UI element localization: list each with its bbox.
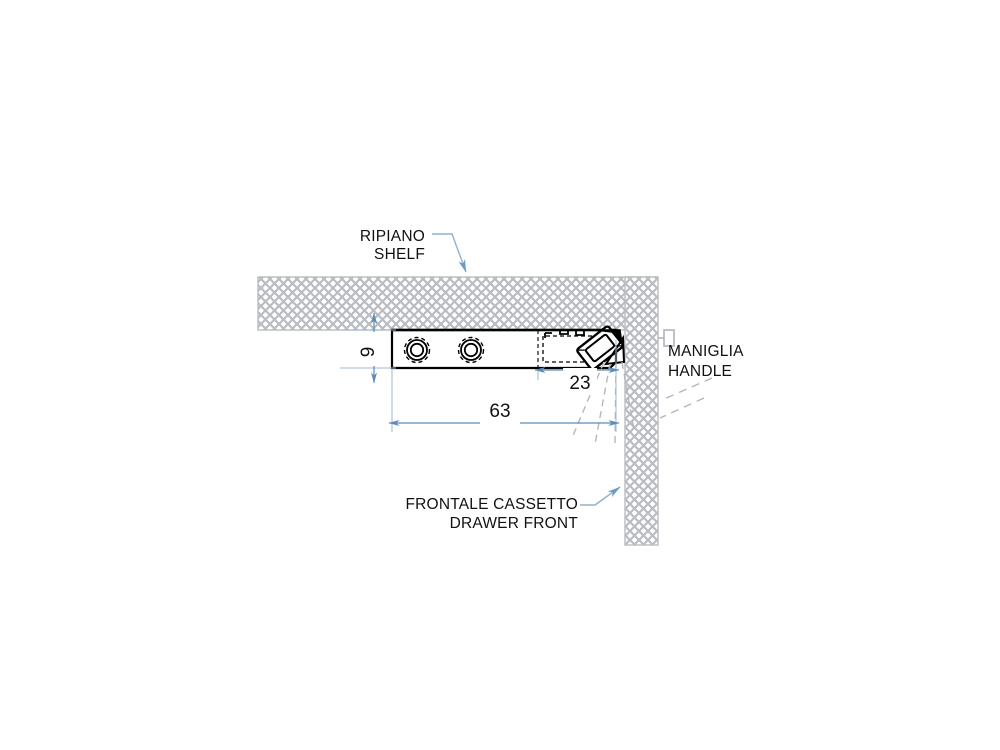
dimension-63-value: 63 (489, 401, 510, 422)
handle-label-it: MANIGLIA (668, 343, 744, 360)
mounting-hole-1 (403, 336, 431, 364)
shelf-label-en: SHELF (374, 246, 425, 263)
leader-shelf (432, 233, 467, 273)
leader-handle (659, 377, 713, 419)
drawer-front-label-it: FRONTALE CASSETTO (406, 496, 579, 513)
handle-nib (658, 329, 675, 347)
handle-label-en: HANDLE (668, 363, 732, 380)
drawer-front-label-en: DRAWER FRONT (450, 515, 579, 532)
shelf-label-it: RIPIANO (360, 228, 425, 245)
dimension-9: 9 (340, 312, 396, 384)
shelf-body (257, 276, 658, 331)
mounting-hole-2 (457, 336, 485, 364)
leader-drawer-front (580, 486, 621, 506)
dimension-9-value: 9 (358, 347, 379, 358)
dimension-63: 63 (388, 370, 620, 432)
dimension-23: 23 (534, 340, 620, 394)
drawer-profile (390, 325, 626, 371)
dimension-23-value: 23 (569, 373, 590, 394)
shelf-section (257, 276, 658, 331)
